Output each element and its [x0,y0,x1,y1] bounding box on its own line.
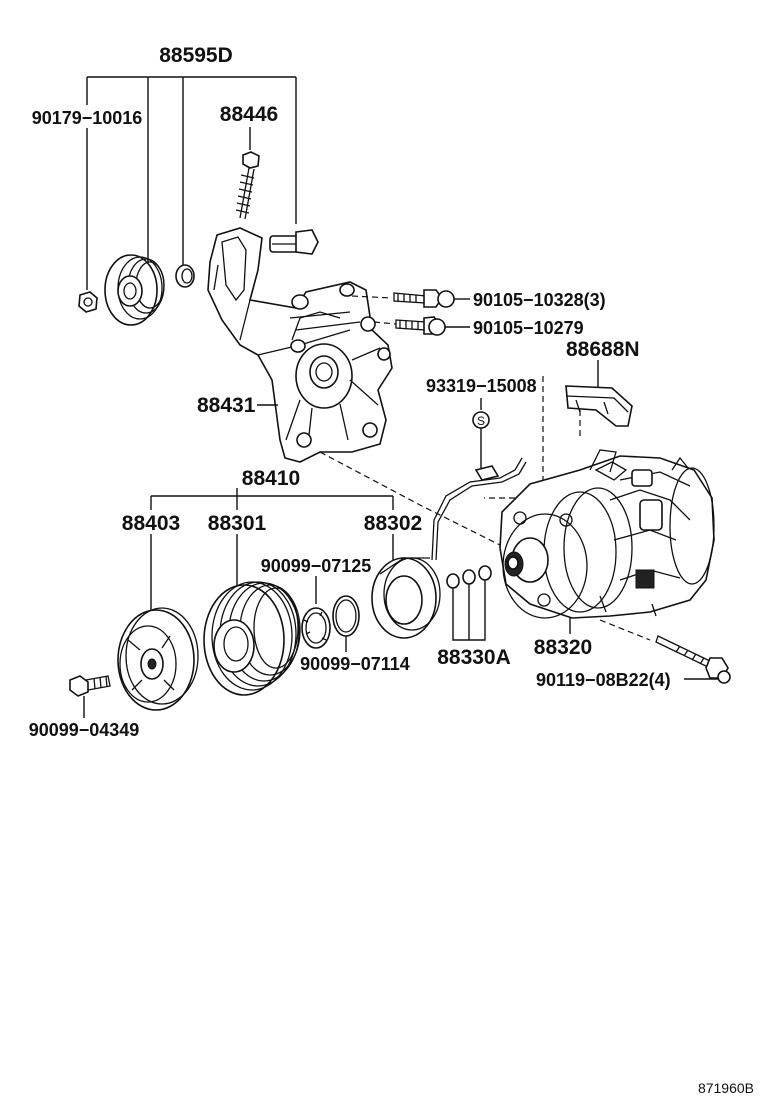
projection-line [484,376,544,499]
seal-marker: S [472,398,490,478]
hub-bolt-part [69,675,111,718]
bolt-90105-10328-part [351,289,470,308]
label-90179-10016: 90179−10016 [32,108,143,128]
shoulder-bolt-part [269,229,319,255]
shims-part [446,565,492,641]
label-88688N: 88688N [566,338,640,361]
idler-pulley-part [104,254,165,326]
bolt-90105-10279-part [373,316,470,336]
bracket-88431-part [207,227,393,463]
label-90105-10328: 90105−10328(3) [473,290,606,310]
drawing-code: 871960B [698,1080,754,1096]
label-88595D: 88595D [159,44,233,67]
clutch-hub-part [117,607,199,711]
bolt-88446-part [235,127,260,220]
leader-88410 [150,488,394,615]
stator-coil-part [371,557,441,639]
label-90099-07125: 90099−07125 [261,556,372,576]
label-88302: 88302 [364,512,422,535]
label-88431: 88431 [197,394,256,417]
label-88330A: 88330A [437,646,511,669]
label-88403: 88403 [122,512,180,535]
idler-spacer-part [175,264,195,288]
label-88410: 88410 [242,467,300,490]
label-93319-15008: 93319−15008 [426,376,537,396]
snap-ring-part [301,576,331,649]
label-90119-08B22: 90119−08B22(4) [536,670,671,690]
projection-line [319,451,501,546]
label-90105-10279: 90105−10279 [473,318,584,338]
clutch-wire-part [431,457,527,561]
label-90099-04349: 90099−04349 [29,720,140,740]
clutch-pulley-part [203,581,301,696]
label-88301: 88301 [208,512,267,535]
label-88446: 88446 [220,103,278,126]
leader-88595D [86,76,297,290]
idler-nut-part [78,291,98,313]
compressor-bolt-part [599,619,731,684]
harness-bracket-part [565,385,633,427]
label-88320: 88320 [534,636,592,659]
seal-symbol: S [477,414,485,428]
shim-ring-part [332,595,360,652]
label-90099-07114: 90099−07114 [300,654,410,674]
compressor-part [499,449,715,634]
